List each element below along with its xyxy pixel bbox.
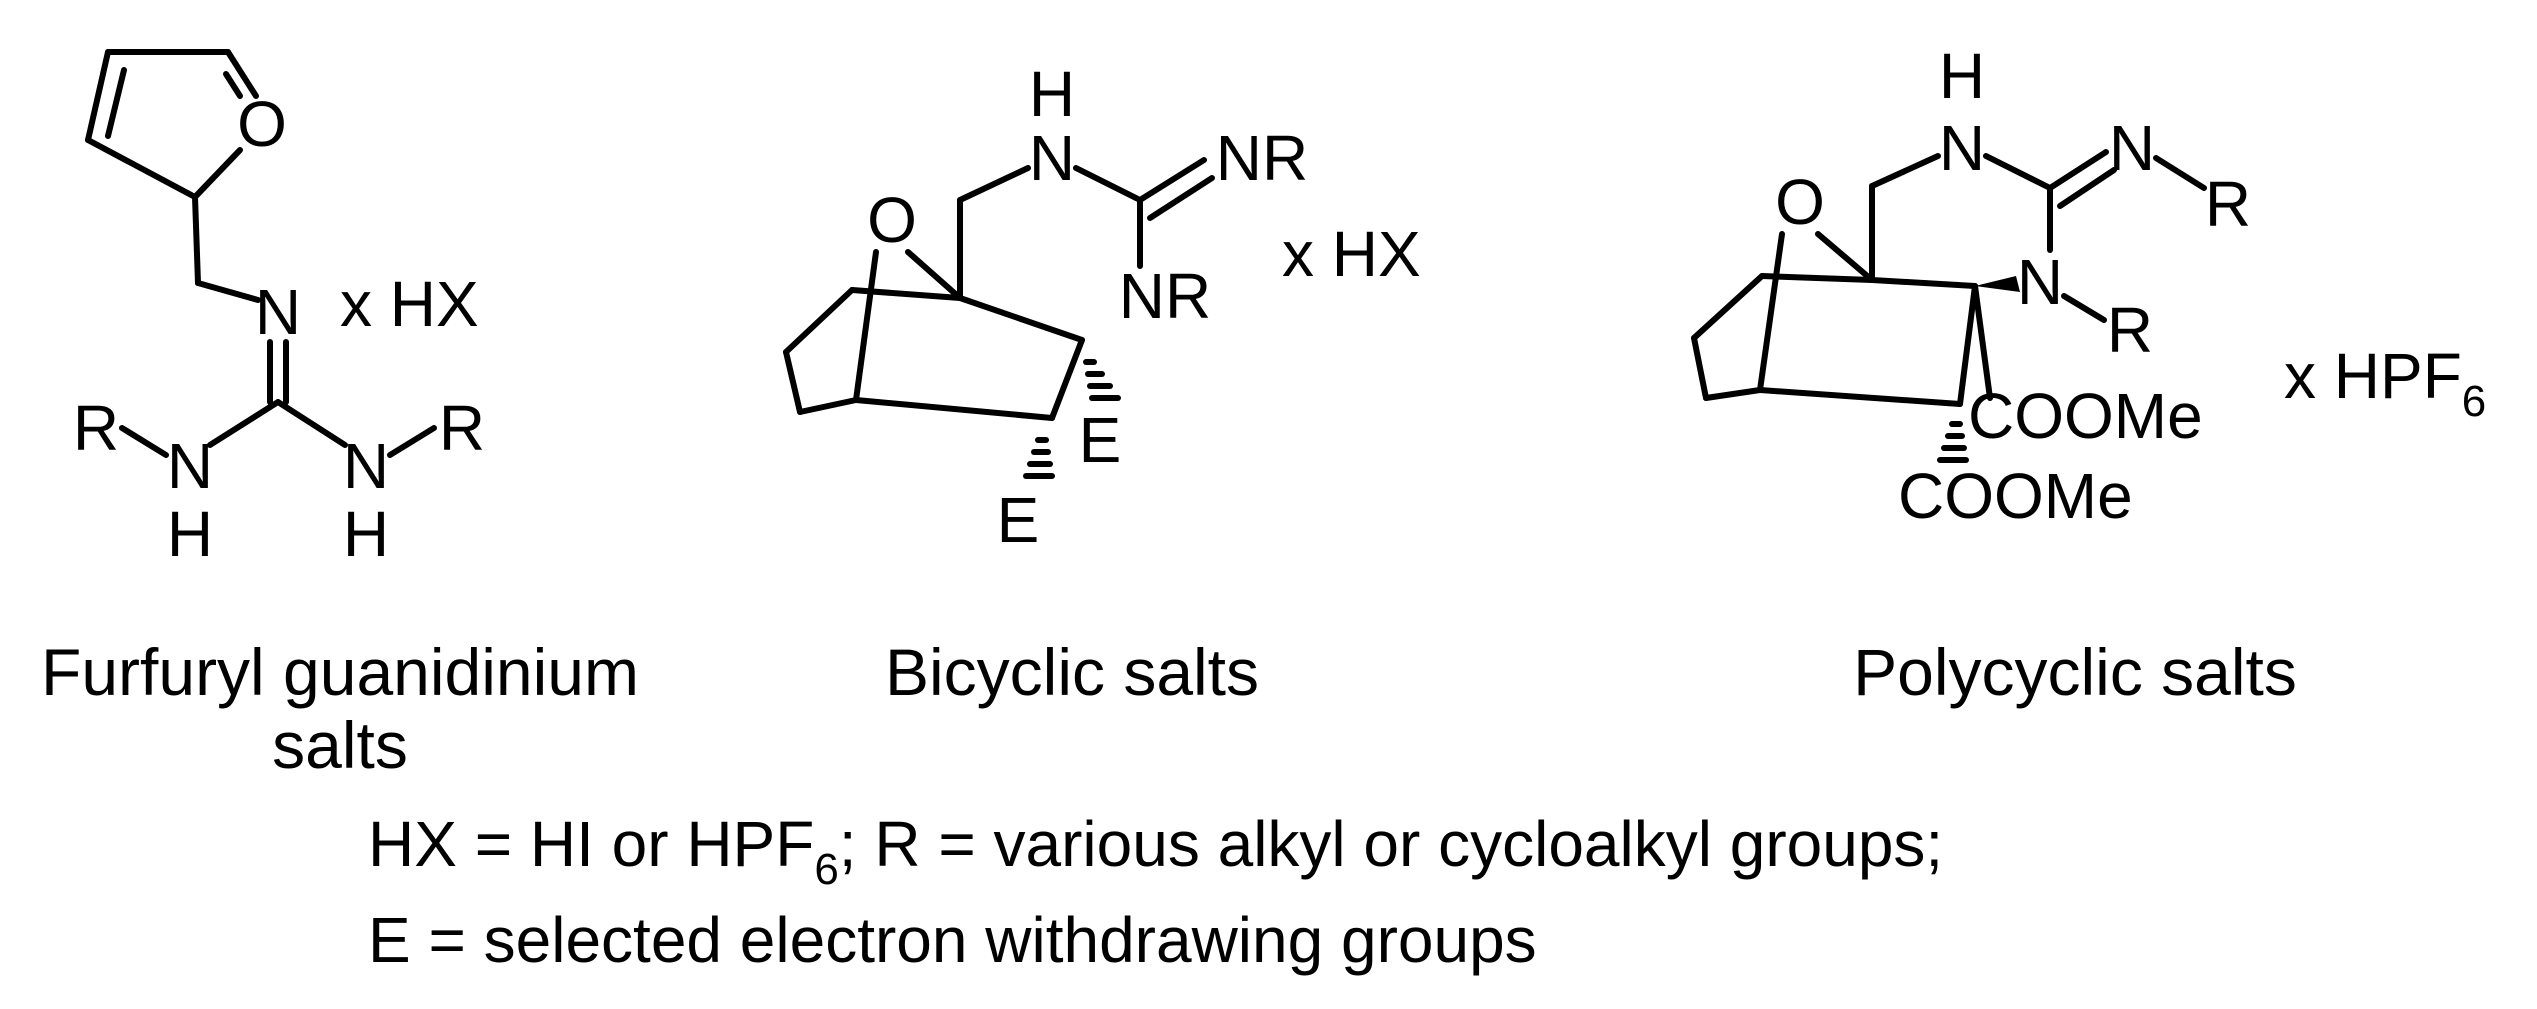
polycyclic-imine-nitrogen: N — [2109, 112, 2155, 184]
nh-right-nitrogen: N — [343, 430, 389, 502]
polycyclic-ch2-n-bond — [1869, 153, 1941, 189]
polycyclic-counterion-subscript: 6 — [2462, 377, 2486, 426]
bicyclic-structure: H N NR NR x HX O E — [783, 58, 1421, 709]
furfuryl-structure: O N x HX N H N H R R Furfuryl guanidiniu… — [41, 49, 639, 782]
bicyclic-c6-c5-bond — [783, 349, 803, 415]
polycyclic-c-n-double-a — [2047, 149, 2109, 191]
bicyclic-imine-nr: NR — [1216, 122, 1308, 194]
polycyclic-ringn-r-bond — [2061, 293, 2107, 323]
polycyclic-hash-wedge — [1937, 421, 1969, 463]
furfuryl-caption-line2: salts — [272, 708, 408, 782]
polycyclic-o-c4-bond — [1757, 231, 1785, 393]
bicyclic-c1-c7-bond — [849, 287, 963, 301]
polycyclic-c1-c2-bond — [1869, 277, 1978, 289]
guanidine-bond-left — [207, 399, 281, 448]
polycyclic-bold-wedge — [1975, 276, 2020, 292]
furan-bond-c2-c3 — [85, 137, 198, 200]
n-r-bond-left — [119, 425, 169, 458]
polycyclic-nh-hydrogen: H — [1939, 40, 1985, 112]
nh-right-hydrogen: H — [343, 498, 389, 570]
furfuryl-caption-line1: Furfuryl guanidinium — [41, 635, 639, 709]
bicyclic-c-nr-double-b — [1147, 175, 1215, 221]
polycyclic-c-n-double-b — [2057, 167, 2117, 209]
bicyclic-c5-c4-bond — [797, 397, 859, 415]
polycyclic-o-bridgehead-bond — [1815, 231, 1875, 283]
bicyclic-o-c4-bond — [853, 249, 879, 403]
n-r-bond-right — [387, 425, 437, 458]
polycyclic-ring-nitrogen: N — [2017, 246, 2063, 318]
polycyclic-ester-upper: COOMe — [1968, 380, 2203, 452]
bicyclic-hash-wedge-lower — [1023, 437, 1055, 479]
furfuryl-ch2-bond-1 — [192, 194, 201, 286]
polycyclic-c1-c7-bond — [1759, 273, 1875, 283]
polycyclic-ester-lower: COOMe — [1898, 460, 2133, 532]
polycyclic-c5-c4-bond — [1703, 387, 1763, 401]
legend: HX = HI or HPF6; R = various alkyl or cy… — [368, 808, 1943, 976]
nh-left-hydrogen: H — [167, 498, 213, 570]
bicyclic-counterion: x HX — [1282, 218, 1421, 290]
bicyclic-c2-c3-bond — [1049, 337, 1085, 421]
furan-bond-c5-o — [225, 49, 259, 99]
bicyclic-n-c-bond — [1073, 165, 1143, 203]
polycyclic-nh-nitrogen: N — [1939, 112, 1985, 184]
bicyclic-e-upper: E — [1079, 404, 1122, 476]
polycyclic-counterion: x HPF6 — [2284, 340, 2486, 426]
polycyclic-c2-c3-bond — [1957, 283, 1978, 407]
polycyclic-r-top: R — [2205, 168, 2251, 240]
bicyclic-nh-nitrogen: N — [1029, 122, 1075, 194]
bicyclic-hash-wedge-upper — [1083, 359, 1121, 401]
bicyclic-ch2-n-bond — [957, 165, 1031, 203]
bicyclic-c7-c6-bond — [783, 287, 855, 355]
bicyclic-nh-hydrogen: H — [1029, 58, 1075, 130]
furan-double-bond-c5 — [223, 71, 243, 99]
bicyclic-caption: Bicyclic salts — [885, 635, 1259, 709]
guanidine-bond-right — [275, 399, 348, 448]
polycyclic-c7-c6-bond — [1691, 273, 1765, 341]
bicyclic-o-bridgehead-bond — [905, 249, 963, 301]
legend-line-1: HX = HI or HPF6; R = various alkyl or cy… — [368, 808, 1943, 894]
legend-line1-subscript: 6 — [814, 845, 838, 894]
polycyclic-c2-ester-bond — [1972, 283, 1993, 401]
polycyclic-c6-c5-bond — [1691, 335, 1709, 401]
furan-double-bond-inner — [105, 67, 127, 139]
imine-nitrogen-label: N — [255, 276, 301, 348]
bicyclic-c1-c2-bond — [957, 295, 1085, 343]
r-group-left: R — [73, 392, 119, 464]
furan-bond-c2-o — [192, 147, 243, 200]
furan-oxygen-label: O — [237, 88, 287, 160]
furfuryl-ch2-bond-2 — [195, 280, 261, 303]
bicyclic-e-lower: E — [997, 484, 1040, 556]
furan-bond-c3-c4 — [85, 49, 111, 143]
polycyclic-structure: H N N R N R O COOMe — [1691, 40, 2486, 709]
legend-line1-part1: HX = HI or HPF — [368, 808, 814, 880]
furfuryl-counterion: x HX — [340, 268, 479, 340]
polycyclic-n-c-bond — [1983, 153, 2053, 191]
nh-left-nitrogen: N — [167, 430, 213, 502]
legend-line-2: E = selected electron withdrawing groups — [368, 904, 1537, 976]
bicyclic-amine-nr: NR — [1119, 260, 1211, 332]
r-group-right: R — [439, 392, 485, 464]
polycyclic-c3-c4-bond — [1757, 387, 1963, 407]
polycyclic-counterion-base: x HPF — [2284, 340, 2462, 412]
polycyclic-n-r-bond — [2153, 155, 2207, 191]
polycyclic-bridge-oxygen: O — [1775, 166, 1825, 238]
polycyclic-r-ring: R — [2107, 294, 2153, 366]
bicyclic-c-nr-double-a — [1137, 157, 1207, 203]
polycyclic-caption: Polycyclic salts — [1853, 635, 2297, 709]
legend-line1-part2: ; R = various alkyl or cycloalkyl groups… — [839, 808, 1943, 880]
bicyclic-c3-c4-bond — [853, 397, 1055, 421]
bicyclic-bridge-oxygen: O — [867, 184, 917, 256]
